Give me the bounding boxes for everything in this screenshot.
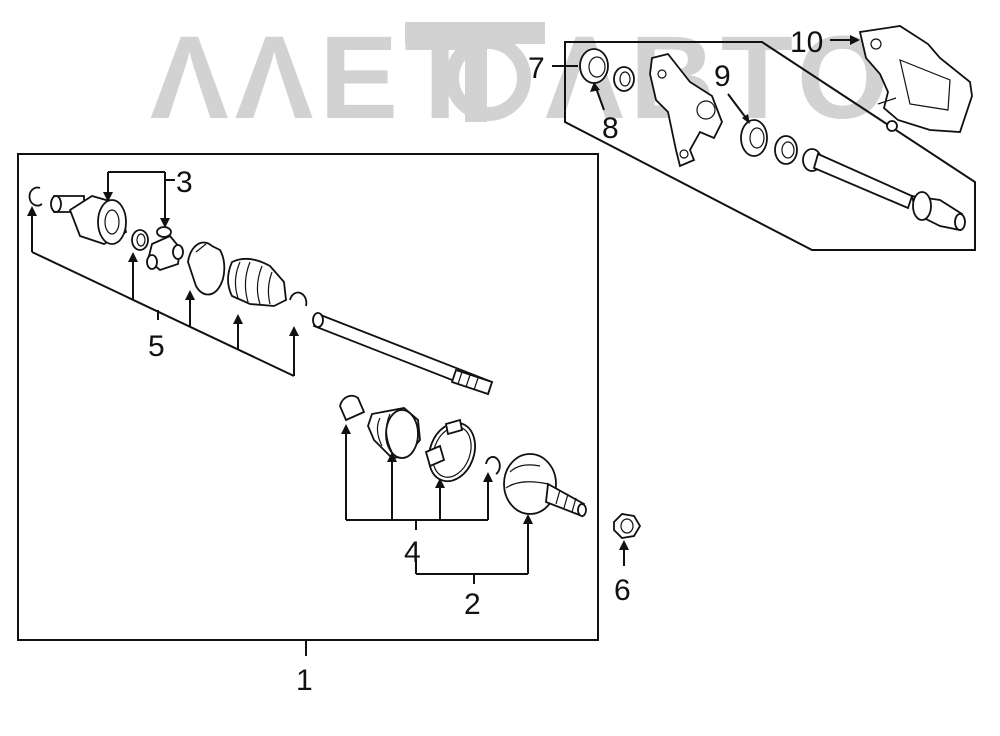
- callout-10: 10: [790, 26, 823, 59]
- leader-5: [27, 206, 299, 377]
- assembly-box: [17, 153, 599, 641]
- bearing-part-9: [740, 119, 768, 157]
- callout-3: 3: [176, 166, 193, 199]
- heat-shield-part-10: [858, 25, 973, 133]
- inset-box: [564, 41, 976, 251]
- intermediate-shaft: [802, 148, 966, 232]
- inset-snap-ring: [774, 135, 798, 165]
- ring-part-8: [613, 66, 635, 92]
- halfshaft: [312, 312, 494, 396]
- bearing-support-bracket: [649, 52, 723, 168]
- inboard-joint-housing: [50, 195, 128, 245]
- inner-boot: [227, 257, 287, 307]
- callout-5: 5: [148, 330, 165, 363]
- arrow-8: [590, 82, 600, 92]
- callout-2: 2: [464, 588, 481, 621]
- arrow-10: [850, 35, 860, 45]
- leader-4: [341, 424, 493, 530]
- leader-8: [595, 87, 605, 111]
- callout-4: 4: [404, 536, 421, 569]
- leader-2: [415, 514, 533, 584]
- tripod-joint: [146, 226, 184, 272]
- outer-boot: [367, 407, 421, 459]
- leader-3: [103, 171, 175, 228]
- arrow-9: [742, 114, 750, 124]
- callout-8: 8: [602, 112, 619, 145]
- callout-6: 6: [614, 574, 631, 607]
- arrow-6: [619, 540, 629, 550]
- circlip-left: [28, 186, 43, 207]
- watermark-gear-logo: [405, 22, 545, 122]
- inner-boot-band: [187, 241, 226, 296]
- inboard-small-ring: [131, 229, 149, 251]
- axle-nut-part-6: [613, 513, 642, 539]
- watermark: ΛΛΕΤ ΛΒΤΟ: [150, 12, 889, 144]
- callout-7: 7: [528, 52, 545, 85]
- outboard-cv-joint: [503, 453, 587, 518]
- callout-9: 9: [714, 60, 731, 93]
- boot-clip-small: [289, 291, 308, 307]
- circlip-outer: [485, 456, 501, 475]
- outer-boot-band-small: [339, 394, 366, 422]
- seal-part-7: [579, 48, 609, 84]
- callout-1: 1: [296, 664, 313, 697]
- leader-9: [727, 93, 747, 119]
- outer-boot-band-large: [424, 418, 476, 483]
